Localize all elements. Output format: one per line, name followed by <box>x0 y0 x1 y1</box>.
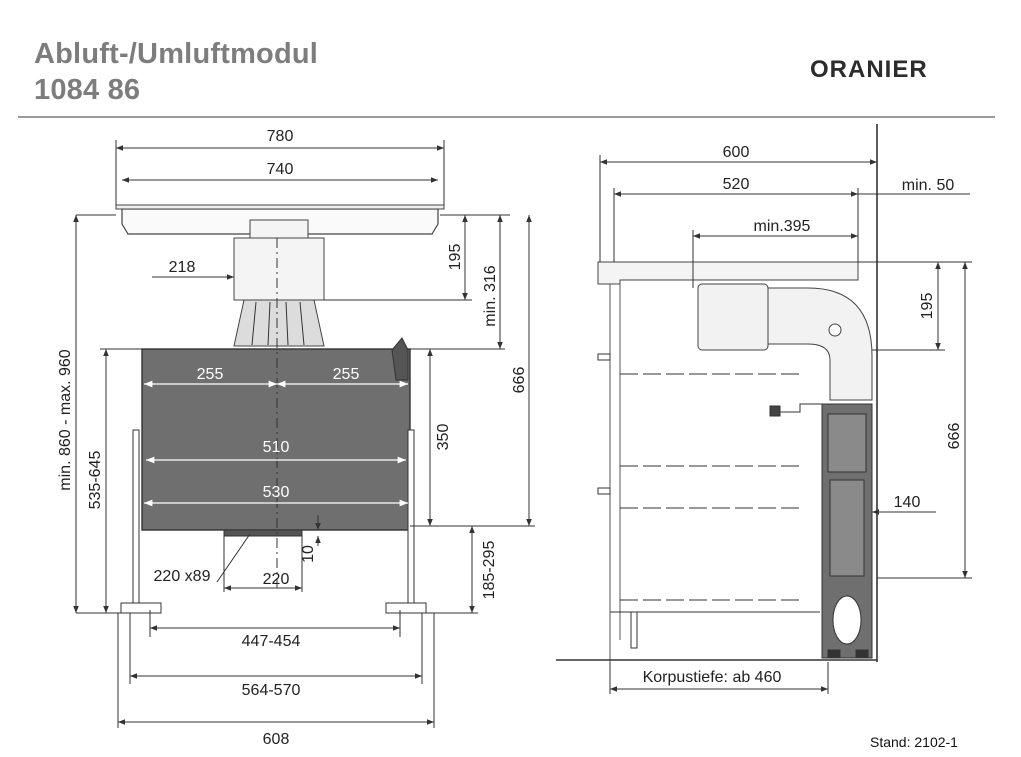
fan-housing <box>233 237 325 301</box>
dim-140-label: 140 <box>894 494 921 511</box>
leg-left <box>132 429 140 609</box>
foot-right <box>385 602 427 614</box>
dim-510-label: 510 <box>263 439 290 456</box>
dim-255-right-label: 255 <box>333 366 360 383</box>
fan-box-side <box>697 283 769 351</box>
front-view <box>73 140 535 728</box>
dim-520-label: 520 <box>723 176 750 193</box>
foot-left <box>120 602 162 614</box>
dim-255-left-label: 255 <box>197 366 224 383</box>
module-inner-dimensions <box>144 380 408 507</box>
dim-min395-label: min.395 <box>754 218 811 235</box>
dim-530-label: 530 <box>263 484 290 501</box>
dim-min316-label: min. 316 <box>482 265 499 326</box>
leg-right <box>407 429 415 609</box>
dim-564-570-label: 564-570 <box>242 682 301 699</box>
power-connector <box>391 337 409 381</box>
dim-195-side-label: 195 <box>919 293 936 320</box>
dim-10-label: 10 <box>300 545 317 563</box>
dim-666-front-label: 666 <box>511 367 528 394</box>
dim-740-label: 740 <box>267 161 294 178</box>
worktop-side <box>597 261 859 285</box>
dim-608-label: 608 <box>263 731 290 748</box>
dim-350-label: 350 <box>435 424 452 451</box>
duct-neck <box>249 219 309 239</box>
dim-min50-label: min. 50 <box>902 177 955 194</box>
filter-cone <box>233 299 325 347</box>
dim-220-label: 220 <box>263 571 290 588</box>
dim-min860-max960-label: min. 860 - max. 960 <box>57 349 74 491</box>
dim-666-side-label: 666 <box>946 423 963 450</box>
brand-logo: ORANIER <box>810 56 928 83</box>
title-product-name: Abluft-/Umluftmodul <box>34 38 319 70</box>
dim-600-label: 600 <box>723 144 750 161</box>
page-title: Abluft-/Umluftmodul 1084 86 <box>34 36 318 108</box>
cooktop-top-edge <box>115 204 445 210</box>
revision-stamp: Stand: 2102-1 <box>870 734 958 750</box>
side-view <box>556 124 972 694</box>
dim-535-645-label: 535-645 <box>87 451 104 510</box>
header-divider <box>18 116 995 118</box>
korpustiefe-label: Korpustiefe: ab 460 <box>643 669 782 686</box>
bent-duct <box>767 287 873 401</box>
dim-185-295-label: 185-295 <box>481 541 498 600</box>
dim-780-label: 780 <box>267 128 294 145</box>
title-article-number: 1084 86 <box>34 74 141 106</box>
dim-447-454-label: 447-454 <box>242 633 301 650</box>
dim-220x89-label: 220 x89 <box>154 568 211 585</box>
dim-218-label: 218 <box>169 259 196 276</box>
module-bottom-outlet <box>223 529 303 537</box>
dim-195-front-label: 195 <box>447 244 464 271</box>
